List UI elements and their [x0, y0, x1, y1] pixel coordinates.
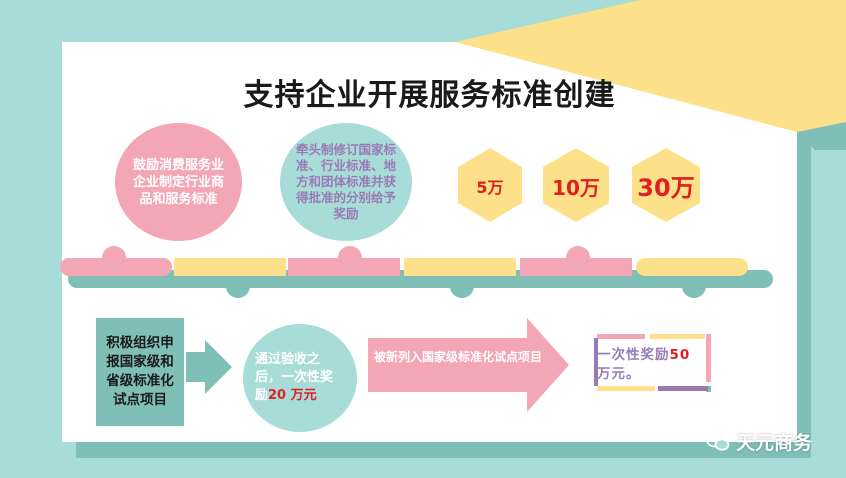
watermark-text: 天元商务: [736, 432, 813, 454]
watermark: 天元商务: [706, 428, 812, 455]
circle-encourage-standards: 鼓励消费服务业企业制定行业商品和服务标准: [115, 123, 242, 241]
box-apply-pilot: 积极组织申报国家级和省级标准化试点项目: [96, 318, 184, 426]
wechat-icon: [706, 432, 730, 451]
national-pilot-text: 被新列入国家级标准化试点项目: [374, 350, 543, 364]
circle-encourage-text: 鼓励消费服务业企业制定行业商品和服务标准: [132, 157, 224, 207]
circle-lead-standards: 牵头制修订国家标准、行业标准、地方和团体标准并获得批准的分别给予奖励: [280, 123, 412, 241]
acceptance-amount: 20 万: [268, 388, 304, 403]
award-unit: 万元。: [597, 366, 641, 382]
acceptance-unit: 元: [303, 388, 317, 403]
hexagon-label-5wan: 5万: [476, 178, 504, 197]
award-50wan: 一次性奖励50 万元。: [597, 346, 707, 384]
award-text: 一次性奖励: [597, 347, 670, 363]
page-title: 支持企业开展服务标准创建: [243, 78, 616, 113]
circle-lead-text: 牵头制修订国家标准、行业标准、地方和团体标准并获得批准的分别给予奖励: [295, 142, 396, 221]
hexagon-label-10wan: 10万: [552, 176, 600, 200]
acceptance-text: 通过验收之后，一次性奖励: [255, 352, 334, 403]
award-amount: 50: [669, 347, 691, 363]
circle-acceptance-award: 通过验收之后，一次性奖励20 万元: [243, 324, 357, 432]
hexagon-label-30wan: 30万: [637, 174, 695, 202]
